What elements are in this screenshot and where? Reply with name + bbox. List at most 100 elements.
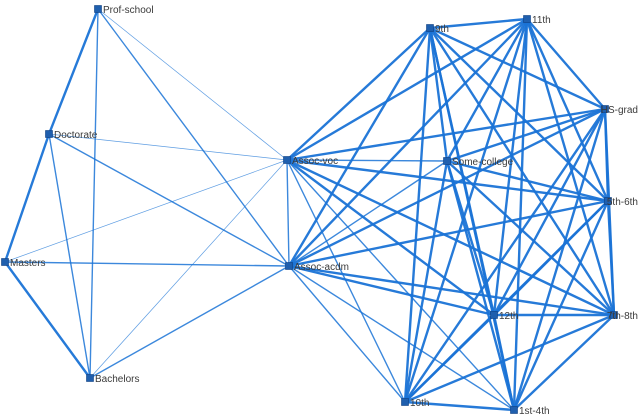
node-1st-4th[interactable]: 1st-4th bbox=[510, 406, 550, 417]
edge-assoc-voc-1st-4th bbox=[286, 159, 515, 411]
node-label: 1st-4th bbox=[519, 406, 550, 417]
node-marker[interactable] bbox=[285, 262, 293, 270]
edge-assoc-acdm-7th-8th bbox=[287, 264, 616, 317]
edge-assoc-voc-hs-grad bbox=[285, 107, 607, 162]
node-marker[interactable] bbox=[283, 156, 291, 164]
node-label: Bachelors bbox=[95, 374, 139, 385]
edge-11th-7th-8th bbox=[525, 17, 616, 317]
node-marker[interactable] bbox=[401, 398, 409, 406]
edge-assoc-voc-9th bbox=[285, 26, 432, 162]
node-9th[interactable]: 9th bbox=[426, 24, 449, 35]
edge-some-college-7th-8th bbox=[445, 159, 616, 317]
edge-doctorate-assoc-voc bbox=[48, 133, 288, 161]
node-marker[interactable] bbox=[443, 157, 451, 165]
edge-assoc-voc-10th bbox=[286, 159, 406, 403]
edge-hs-grad-1st-4th bbox=[512, 107, 607, 412]
node-bachelors[interactable]: Bachelors bbox=[86, 374, 140, 385]
node-11th[interactable]: 11th bbox=[523, 15, 551, 26]
edge-7th-8th-10th bbox=[403, 313, 616, 404]
node-label: Some-college bbox=[452, 157, 514, 168]
node-assoc-acdm[interactable]: Assoc-acdm bbox=[285, 262, 350, 273]
node-marker[interactable] bbox=[94, 5, 102, 13]
edge-prof-school-doctorate bbox=[47, 7, 100, 136]
edge-assoc-acdm-hs-grad bbox=[287, 107, 607, 268]
edge-9th-11th bbox=[428, 17, 529, 30]
node-marker[interactable] bbox=[490, 311, 498, 319]
edge-assoc-acdm-5th-6th bbox=[287, 199, 610, 268]
node-5th-6th[interactable]: 5th-6th bbox=[604, 197, 639, 208]
edge-hs-grad-some-college bbox=[445, 107, 607, 163]
node-marker[interactable] bbox=[86, 374, 94, 382]
edge-assoc-voc-5th-6th bbox=[285, 158, 610, 203]
edge-masters-bachelors bbox=[3, 260, 92, 380]
node-label: Prof-school bbox=[103, 5, 154, 16]
edge-some-college-1st-4th bbox=[445, 159, 516, 412]
node-7th-8th[interactable]: 7th-8th bbox=[607, 311, 638, 322]
node-hs-grad[interactable]: HS-grad bbox=[601, 105, 638, 116]
graph-edges bbox=[3, 7, 616, 412]
node-label: 11th bbox=[532, 15, 551, 26]
edge-7th-8th-1st-4th bbox=[512, 313, 616, 412]
edge-assoc-acdm-10th bbox=[288, 265, 406, 403]
edge-some-college-5th-6th bbox=[445, 159, 610, 203]
edge-assoc-acdm-1st-4th bbox=[288, 265, 515, 411]
edge-assoc-voc-assoc-acdm bbox=[286, 159, 290, 267]
edge-11th-1st-4th bbox=[512, 17, 529, 412]
edge-bachelors-assoc-acdm bbox=[89, 265, 290, 379]
node-marker[interactable] bbox=[601, 105, 609, 113]
node-12th[interactable]: 12th bbox=[490, 311, 519, 322]
node-10th[interactable]: 10th bbox=[401, 398, 430, 409]
node-marker[interactable] bbox=[1, 258, 9, 266]
edge-9th-10th bbox=[403, 26, 432, 404]
edge-prof-school-assoc-voc bbox=[97, 8, 288, 161]
edge-assoc-voc-7th-8th bbox=[285, 158, 616, 317]
node-label: 7th-8th bbox=[607, 311, 638, 322]
edge-9th-hs-grad bbox=[428, 26, 607, 111]
node-label: Assoc-acdm bbox=[294, 262, 349, 273]
edge-10th-1st-4th bbox=[403, 400, 516, 412]
edge-prof-school-assoc-acdm bbox=[97, 8, 290, 267]
edge-12th-1st-4th bbox=[492, 313, 516, 412]
edge-masters-assoc-voc bbox=[4, 159, 288, 263]
edge-hs-grad-10th bbox=[403, 107, 607, 404]
node-label: 12th bbox=[499, 311, 518, 322]
edge-assoc-acdm-9th bbox=[287, 26, 432, 268]
edge-some-college-10th bbox=[403, 159, 449, 404]
node-label: Assoc-voc bbox=[292, 156, 338, 167]
node-label: HS-grad bbox=[601, 105, 638, 116]
edge-11th-hs-grad bbox=[525, 17, 607, 111]
node-prof-school[interactable]: Prof-school bbox=[94, 5, 154, 16]
edge-assoc-voc-12th bbox=[285, 158, 496, 317]
edge-doctorate-bachelors bbox=[48, 133, 91, 379]
node-marker[interactable] bbox=[610, 311, 618, 319]
edge-assoc-acdm-12th bbox=[287, 264, 496, 317]
node-marker[interactable] bbox=[523, 15, 531, 23]
node-marker[interactable] bbox=[604, 197, 612, 205]
node-label: Doctorate bbox=[54, 130, 98, 141]
edge-5th-6th-1st-4th bbox=[512, 199, 610, 412]
node-masters[interactable]: Masters bbox=[1, 258, 46, 269]
edge-hs-grad-12th bbox=[492, 107, 607, 317]
node-marker[interactable] bbox=[510, 406, 518, 414]
node-marker[interactable] bbox=[45, 130, 53, 138]
node-doctorate[interactable]: Doctorate bbox=[45, 130, 98, 141]
edge-11th-5th-6th bbox=[525, 17, 610, 203]
edge-prof-school-bachelors bbox=[89, 8, 99, 379]
edge-assoc-voc-11th bbox=[285, 17, 529, 162]
edge-9th-5th-6th bbox=[428, 26, 610, 203]
node-marker[interactable] bbox=[426, 24, 434, 32]
edge-masters-assoc-acdm bbox=[4, 261, 290, 267]
edge-doctorate-assoc-acdm bbox=[48, 133, 290, 267]
node-label: Masters bbox=[10, 258, 46, 269]
edge-11th-10th bbox=[403, 17, 529, 404]
node-assoc-voc[interactable]: Assoc-voc bbox=[283, 156, 339, 167]
edge-doctorate-masters bbox=[3, 132, 51, 264]
edge-assoc-acdm-11th bbox=[287, 17, 529, 268]
node-label: 10th bbox=[410, 398, 429, 409]
edge-9th-some-college bbox=[428, 26, 449, 163]
edge-12th-10th bbox=[403, 313, 496, 404]
edge-bachelors-assoc-voc bbox=[89, 159, 288, 379]
node-some-college[interactable]: Some-college bbox=[443, 157, 514, 168]
